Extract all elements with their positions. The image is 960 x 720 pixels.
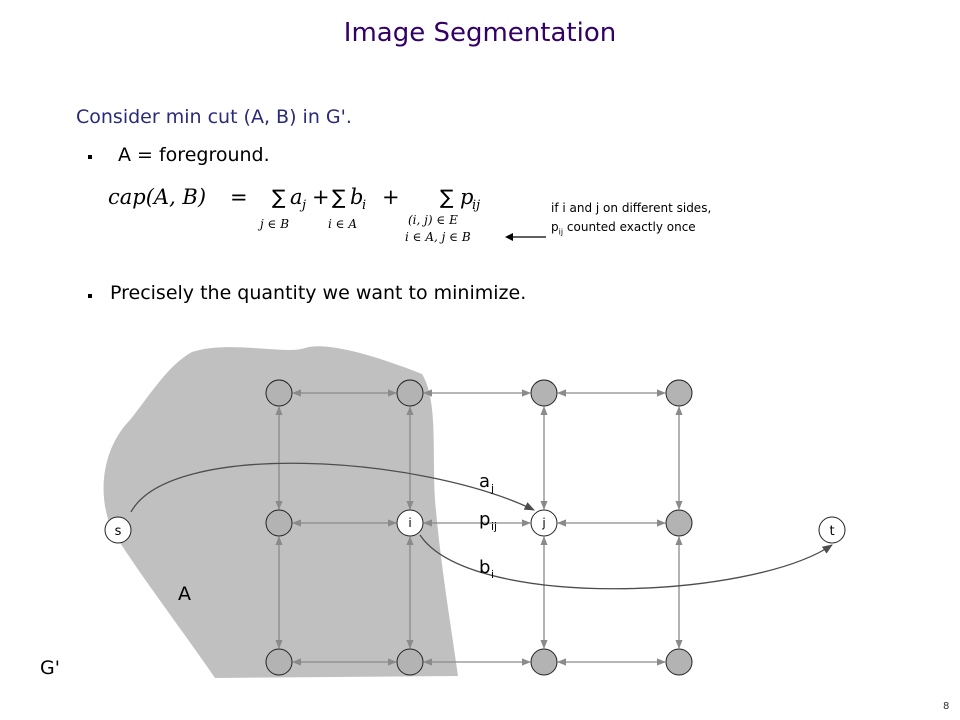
label-b: b: [479, 557, 490, 578]
label-p: p: [479, 509, 490, 530]
pixel-node: [265, 509, 293, 537]
cut-capacity-formula: cap(A, B) = ∑ a j + ∑ b i + ∑ p ij j ∈ B…: [108, 185, 480, 244]
formula-equals: =: [230, 185, 248, 209]
pixel-node: [396, 379, 424, 407]
formula-term-a-sub: j: [299, 198, 306, 213]
note-arrow: [505, 233, 546, 241]
node-j: [530, 509, 558, 537]
formula-sum-3: ∑: [440, 185, 454, 209]
formula-sum-2: ∑: [332, 185, 346, 209]
bullet-marker: [88, 155, 92, 159]
pixel-node: [265, 379, 293, 407]
slide-title: Image Segmentation: [343, 18, 617, 48]
side-note: if i and j on different sides, pij count…: [551, 199, 711, 241]
edge-a-j: [130, 462, 535, 513]
bullet-marker: [88, 294, 92, 298]
node-j-label: j: [541, 516, 545, 530]
node-i: [396, 509, 424, 537]
pixel-node: [665, 509, 693, 537]
formula-term-a: a: [290, 185, 303, 209]
grid-nodes: [265, 379, 693, 676]
note-rest: counted exactly once: [563, 220, 696, 234]
pixel-node: [530, 648, 558, 676]
pixel-node: [665, 379, 693, 407]
formula-sum-1: ∑: [272, 185, 286, 209]
grid-edges: [275, 389, 683, 666]
label-p-sub: ij: [491, 520, 497, 533]
note-line-1: if i and j on different sides,: [551, 201, 712, 215]
formula-lhs: cap(A, B): [108, 185, 206, 209]
pixel-node: [665, 648, 693, 676]
edge-b-i: [419, 534, 833, 590]
formula-under-1: j ∈ B: [257, 217, 289, 231]
note-p: p: [551, 220, 559, 234]
formula-term-p-sub: ij: [472, 198, 480, 213]
pixel-node: [396, 648, 424, 676]
bullet-foreground: A = foreground.: [118, 144, 270, 166]
formula-term-b: b: [350, 185, 363, 209]
page-number: 8: [943, 701, 950, 712]
formula-plus-1: +: [312, 185, 330, 209]
label-b-sub: i: [491, 568, 494, 581]
source-node: [104, 516, 132, 544]
slide-heading: Consider min cut (A, B) in G'.: [76, 106, 352, 128]
sink-label: t: [829, 524, 834, 539]
formula-under-3a: (i, j) ∈ E: [408, 213, 458, 227]
formula-under-2: i ∈ A: [328, 217, 357, 231]
formula-plus-2: +: [382, 185, 400, 209]
pixel-node: [530, 379, 558, 407]
pixel-node: [265, 648, 293, 676]
note-line-2: pij counted exactly once: [551, 218, 711, 241]
note-p-sub: ij: [558, 227, 564, 237]
graph-label: G': [40, 657, 60, 679]
formula-under-3b: i ∈ A, j ∈ B: [405, 230, 471, 244]
source-label: s: [115, 524, 122, 539]
region-label: A: [178, 583, 191, 605]
bullet-minimize: Precisely the quantity we want to minimi…: [110, 282, 527, 304]
label-a-sub: j: [490, 482, 494, 495]
node-i-label: i: [408, 516, 411, 530]
label-a: a: [479, 471, 490, 492]
formula-term-b-sub: i: [362, 198, 366, 213]
formula-term-p: p: [460, 185, 473, 209]
sink-node: [818, 516, 846, 544]
